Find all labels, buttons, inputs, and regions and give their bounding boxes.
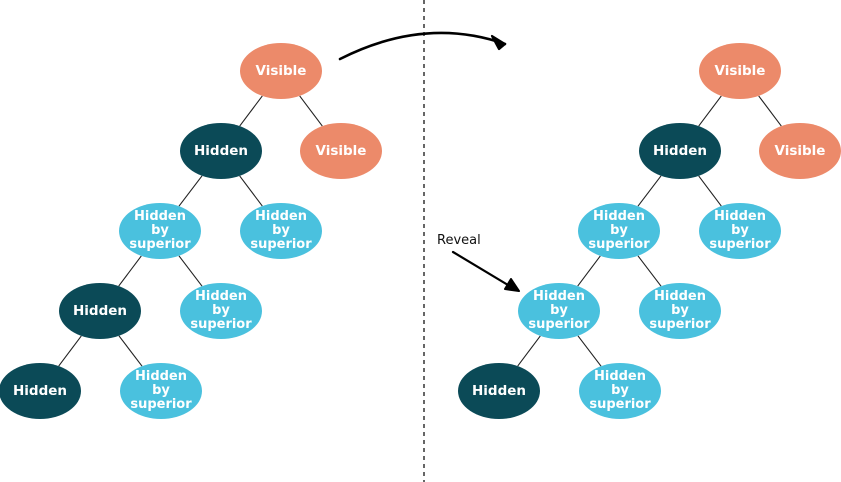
tree-node-label: Hidden [12, 382, 68, 399]
tree-node-hidden-by-superior[interactable]: Hidden by superior [639, 283, 721, 339]
transition-arrow [338, 31, 507, 61]
tree-edge [637, 175, 662, 207]
tree-node-visible[interactable]: Visible [300, 123, 382, 179]
tree-edge [698, 175, 722, 207]
tree-node-hidden[interactable]: Hidden [180, 123, 262, 179]
tree-node-label: Hidden [471, 382, 527, 399]
tree-node-label: Hidden by superior [190, 288, 252, 333]
tree-edge [517, 335, 541, 367]
tree-node-visible[interactable]: Visible [240, 43, 322, 99]
tree-edge [239, 95, 263, 127]
tree-edge [637, 255, 662, 287]
tree-node-label: Hidden by superior [649, 288, 711, 333]
tree-edge [577, 335, 602, 367]
tree-node-visible[interactable]: Visible [699, 43, 781, 99]
tree-node-label: Hidden by superior [588, 208, 650, 253]
tree-node-hidden-by-superior[interactable]: Hidden by superior [180, 283, 262, 339]
tree-node-hidden-by-superior[interactable]: Hidden by superior [240, 203, 322, 259]
tree-edge [178, 175, 203, 207]
tree-node-hidden[interactable]: Hidden [639, 123, 721, 179]
tree-node-label: Hidden by superior [589, 368, 651, 413]
tree-edge [118, 255, 142, 287]
reveal-label: Reveal [437, 233, 481, 248]
tree-node-label: Visible [255, 62, 307, 79]
tree-node-label: Hidden [72, 302, 128, 319]
tree-node-hidden-by-superior[interactable]: Hidden by superior [579, 363, 661, 419]
tree-node-hidden-by-superior[interactable]: Hidden by superior [119, 203, 201, 259]
reveal-arrow [451, 250, 520, 292]
tree-edge [118, 335, 143, 367]
tree-node-visible[interactable]: Visible [759, 123, 841, 179]
tree-edge [58, 335, 82, 367]
tree-node-label: Hidden by superior [250, 208, 312, 253]
tree-node-hidden[interactable]: Hidden [458, 363, 540, 419]
tree-node-label: Hidden by superior [130, 368, 192, 413]
tree-edge [239, 175, 263, 207]
tree-node-hidden-by-superior[interactable]: Hidden by superior [699, 203, 781, 259]
tree-edge [178, 255, 203, 287]
tree-node-label: Visible [714, 62, 766, 79]
tree-edge [577, 255, 601, 287]
tree-node-hidden[interactable]: Hidden [59, 283, 141, 339]
tree-node-label: Hidden [652, 142, 708, 159]
tree-node-label: Hidden by superior [129, 208, 191, 253]
tree-edge [758, 95, 782, 127]
tree-node-label: Visible [315, 142, 367, 159]
tree-node-label: Hidden by superior [528, 288, 590, 333]
tree-node-hidden-by-superior[interactable]: Hidden by superior [518, 283, 600, 339]
tree-node-hidden-by-superior[interactable]: Hidden by superior [120, 363, 202, 419]
tree-edge [698, 95, 722, 127]
tree-node-hidden[interactable]: Hidden [0, 363, 81, 419]
tree-node-label: Visible [774, 142, 826, 159]
tree-node-label: Hidden [193, 142, 249, 159]
tree-node-label: Hidden by superior [709, 208, 771, 253]
tree-edge [299, 95, 323, 127]
tree-node-hidden-by-superior[interactable]: Hidden by superior [578, 203, 660, 259]
